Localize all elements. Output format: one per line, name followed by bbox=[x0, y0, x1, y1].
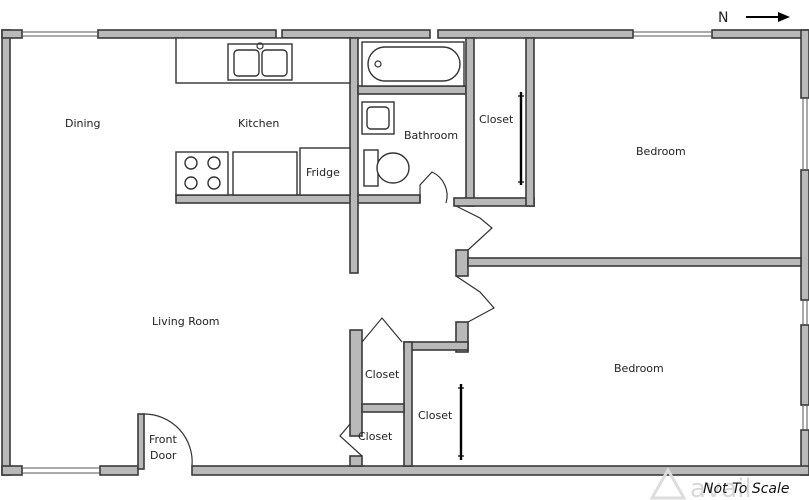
label-bathroom: Bathroom bbox=[404, 129, 458, 142]
windows bbox=[22, 31, 808, 474]
label-bedroom-top: Bedroom bbox=[636, 145, 686, 158]
north-arrow-icon bbox=[746, 12, 790, 22]
label-living-room: Living Room bbox=[152, 315, 220, 328]
scale-note: Not To Scale bbox=[703, 481, 789, 497]
label-closet-hall-right: Closet bbox=[418, 409, 453, 422]
watermark-text: avail bbox=[690, 474, 752, 500]
kitchen-fixtures bbox=[175, 37, 351, 196]
exterior-walls bbox=[1, 29, 809, 476]
watermark-logo-icon bbox=[649, 466, 687, 500]
label-front-door-line2: Door bbox=[150, 449, 177, 462]
stove bbox=[175, 151, 229, 196]
compass-label: N bbox=[718, 10, 728, 26]
interior-walls bbox=[137, 37, 802, 470]
bathroom-fixtures bbox=[361, 41, 465, 187]
label-closet-hall-upper: Closet bbox=[365, 368, 400, 381]
label-bedroom-bottom: Bedroom bbox=[614, 362, 664, 375]
label-front-door-line1: Front bbox=[149, 433, 178, 446]
label-fridge: Fridge bbox=[306, 166, 340, 179]
label-dining: Dining bbox=[65, 117, 101, 130]
doors bbox=[143, 171, 495, 467]
label-kitchen: Kitchen bbox=[238, 117, 279, 130]
fridge-box bbox=[299, 147, 351, 196]
label-closet-top: Closet bbox=[479, 113, 514, 126]
closet-rods bbox=[458, 92, 524, 460]
label-closet-hall-lower: Closet bbox=[358, 430, 393, 443]
